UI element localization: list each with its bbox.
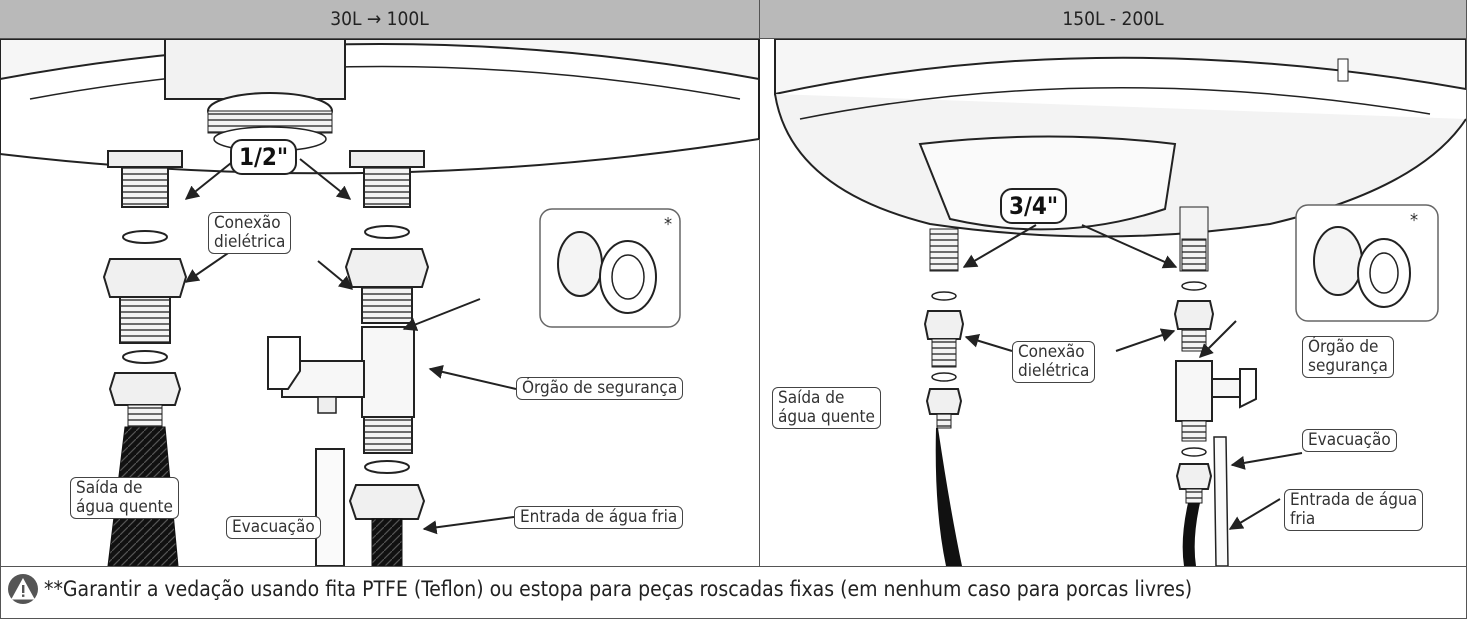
left-label-hot-out: Saída de água quente [70, 477, 179, 519]
left-label-safety: Órgão de segurança [516, 377, 684, 400]
footer-text: **Garantir a vedação usando fita PTFE (T… [44, 577, 1193, 601]
right-arrows [962, 224, 1303, 530]
footer-note: **Garantir a vedação usando fita PTFE (T… [8, 574, 1192, 604]
left-tank [0, 39, 760, 208]
right-label-hot-out: Saída de água quente [772, 387, 881, 429]
warning-icon [8, 574, 38, 604]
right-asterisk: * [1410, 210, 1419, 231]
left-label-drain: Evacuação [226, 516, 321, 539]
panel-divider [759, 0, 760, 566]
left-label-dielectric: Conexão dielétrica [208, 212, 292, 254]
left-cold-stack [267, 225, 430, 566]
left-label-cold-in: Entrada de água fria [514, 506, 684, 529]
right-label-drain: Evacuação [1302, 429, 1397, 452]
right-label-dielectric: Conexão dielétrica [1012, 341, 1096, 383]
right-ptfe-inset [1295, 204, 1439, 322]
footer-divider [0, 566, 1466, 567]
right-tank [774, 39, 1466, 272]
left-asterisk: * [664, 214, 673, 235]
right-label-safety: Órgão de segurança [1302, 336, 1394, 378]
left-size-badge: 1/2" [230, 139, 298, 175]
header-30-100l: 30L → 100L [0, 0, 760, 39]
header-150-200l: 150L - 200L [760, 0, 1466, 39]
installation-illustration [0, 39, 1466, 566]
left-ptfe-inset [539, 208, 681, 328]
right-hot-stack [923, 291, 965, 566]
right-size-badge: 3/4" [1000, 188, 1068, 224]
left-arrows [184, 158, 517, 535]
right-cold-stack [1173, 281, 1257, 566]
right-label-cold-in: Entrada de água fria [1284, 489, 1424, 531]
